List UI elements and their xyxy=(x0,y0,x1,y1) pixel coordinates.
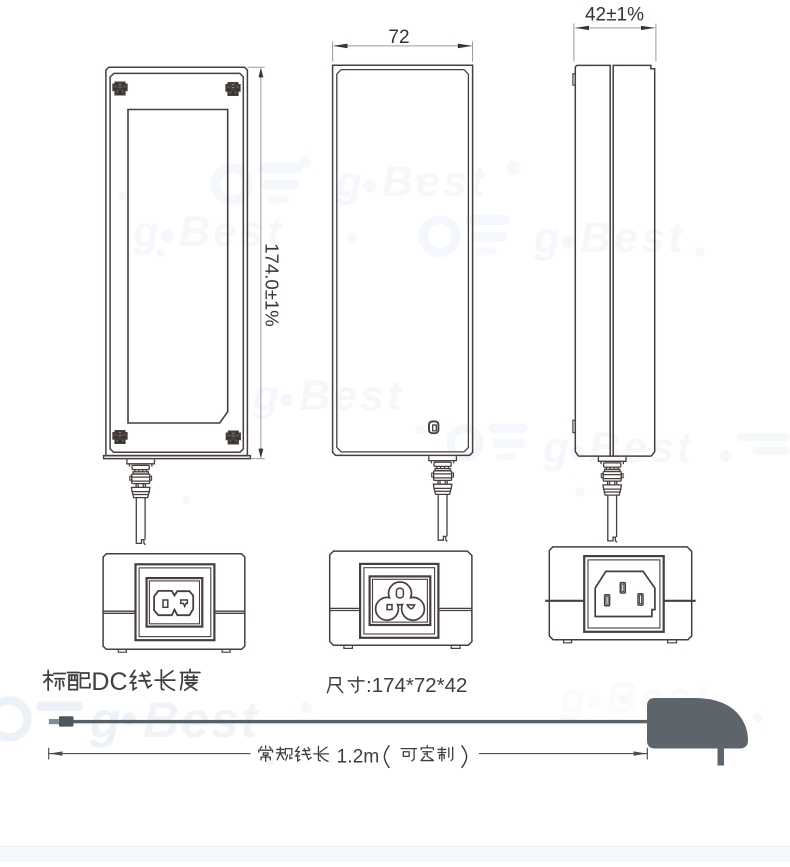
svg-text:DC: DC xyxy=(91,668,127,696)
svg-text:72: 72 xyxy=(388,27,409,48)
svg-text:42±1%: 42±1% xyxy=(585,5,644,26)
svg-text::174*72*42: :174*72*42 xyxy=(366,674,467,697)
svg-text:174.0±1%: 174.0±1% xyxy=(262,243,283,327)
svg-text:1.2m: 1.2m xyxy=(337,746,380,767)
